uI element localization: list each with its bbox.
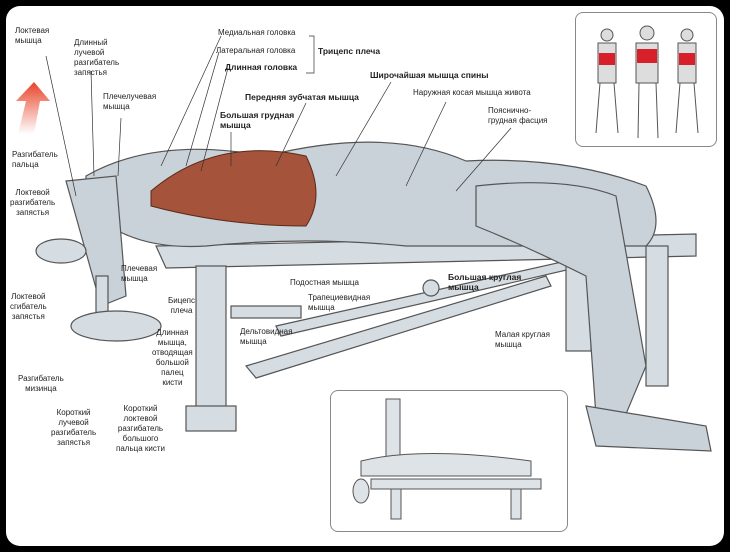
label-thoracolumbar: Пояснично- грудная фасция (488, 106, 548, 125)
label-flex-carpi-ulnaris: Локтевой сгибатель запястья (10, 292, 47, 321)
label-ext-carpi-rad-longus: Длинный лучевой разгибатель запястья (74, 38, 120, 77)
label-ext-digitorum: Разгибатель пальца (12, 150, 58, 169)
highlighted-figures (595, 25, 699, 139)
label-lateral-head: Латеральная головка (216, 46, 296, 55)
label-teres-minor: Малая круглая мышца (495, 330, 550, 349)
small-bench-figure (352, 398, 542, 520)
label-deltoid: Дельтовидная мышца (240, 327, 293, 346)
label-biceps: Бицепс плеча (168, 296, 195, 315)
label-anconeus: Локтевая мышца (15, 26, 50, 45)
label-medial-head: Медиальная головка (218, 28, 296, 37)
label-ext-oblique: Наружная косая мышца живота (413, 88, 531, 97)
inset-muscle-highlight (575, 12, 717, 147)
inset-exercise-view (330, 390, 568, 532)
illustration (16, 35, 712, 452)
direction-arrow-icon (16, 82, 50, 134)
label-ext-digiti-minimi: Разгибатель мизинца (18, 374, 64, 393)
label-ext-carpi-rad-brevis: Короткий лучевой разгибатель запястья (51, 408, 97, 447)
chest-muscles (150, 150, 317, 227)
anatomy-diagram: Локтевая мышца Длинный лучевой разгибате… (6, 6, 724, 546)
label-trapezius: Трапециевидная мышца (308, 293, 371, 312)
label-long-head: Длинная головка (225, 62, 298, 72)
label-infraspinatus: Подостная мышца (290, 278, 359, 287)
leader-lines (45, 35, 512, 197)
label-brachioradialis: Плечелучевая мышца (103, 92, 157, 111)
label-ext-carpi-ulnaris: Локтевой разгибатель запястья (10, 188, 56, 217)
label-teres-major: Большая круглая мышца (448, 272, 522, 292)
label-abd-pollicis-longus: Длинная мышца, отводящая большой палец к… (152, 328, 193, 387)
label-brachialis: Плечевая мышца (121, 264, 158, 283)
label-latissimus: Широчайшая мышца спины (370, 70, 489, 80)
label-triceps: Трицепс плеча (318, 46, 381, 56)
label-pectoralis: Большая грудная мышца (220, 110, 295, 130)
label-ext-pollicis-brevis: Короткий локтевой разгибатель большого п… (116, 404, 165, 453)
dumbbell (35, 238, 162, 342)
label-serratus: Передняя зубчатая мышца (245, 92, 359, 102)
